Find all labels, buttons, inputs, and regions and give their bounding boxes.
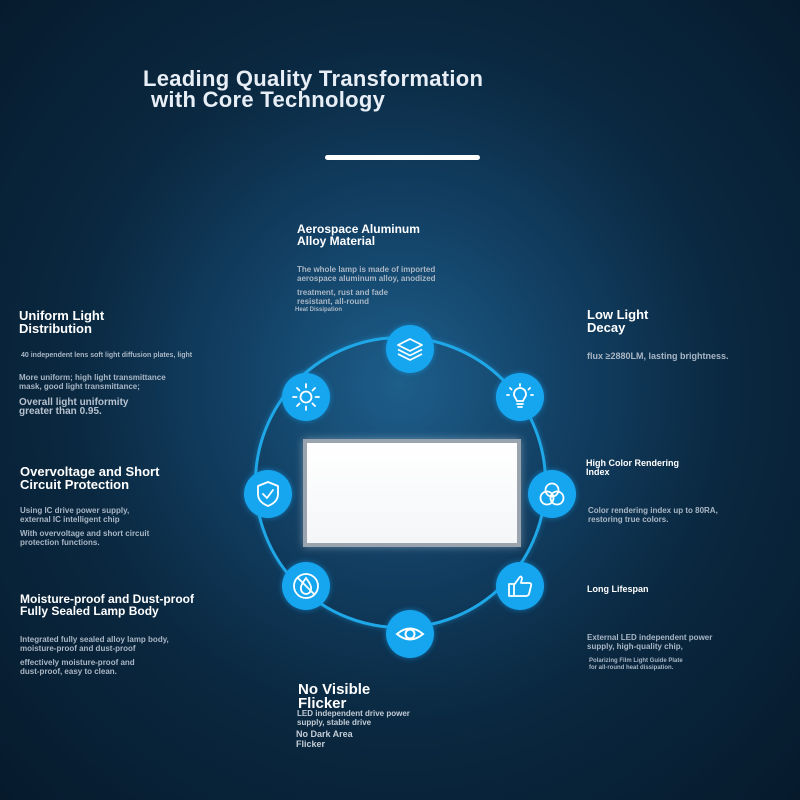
low-decay-desc-1: flux ≥2880LM, lasting brightness. xyxy=(587,351,729,361)
flicker-heading: No Visible Flicker xyxy=(298,681,371,712)
aerospace-desc-3: Heat Dissipation xyxy=(295,307,343,313)
title-underline xyxy=(325,155,480,160)
title-line-1: Leading Quality Transformation xyxy=(143,66,484,91)
bulb-icon xyxy=(496,373,544,421)
shield-check-icon xyxy=(244,470,292,518)
uniform-desc-3: Overall light uniformity greater than 0.… xyxy=(19,397,129,417)
flicker-desc-1: LED independent drive power supply, stab… xyxy=(297,709,410,727)
overvoltage-desc-2: With overvoltage and short circuit prote… xyxy=(20,529,150,547)
led-panel-image xyxy=(303,439,521,547)
sun-icon xyxy=(282,373,330,421)
color-rendering-heading: High Color Rendering Index xyxy=(586,458,679,477)
uniform-desc-2: More uniform; high light transmittance m… xyxy=(19,373,166,391)
lifespan-desc-1: External LED independent power supply, h… xyxy=(587,633,713,651)
page-title: Leading Quality Transformation with Core… xyxy=(143,66,484,112)
moisture-desc-1: Integrated fully sealed alloy lamp body,… xyxy=(20,635,169,653)
color-rendering-desc-1: Color rendering index up to 80RA, restor… xyxy=(588,506,718,524)
lifespan-desc-2: Polarizing Film Light Guide Plate for al… xyxy=(589,658,683,671)
low-decay-heading: Low Light Decay xyxy=(587,307,649,335)
aerospace-desc-2: treatment, rust and fade resistant, all-… xyxy=(297,288,389,306)
lifespan-heading: Long Lifespan xyxy=(587,584,649,594)
aerospace-desc-1: The whole lamp is made of imported aeros… xyxy=(297,265,436,283)
moisture-desc-2: effectively moisture-proof and dust-proo… xyxy=(20,658,135,676)
layers-icon xyxy=(386,325,434,373)
eye-icon xyxy=(386,610,434,658)
no-water-drop-icon xyxy=(282,562,330,610)
color-circles-icon xyxy=(528,470,576,518)
overvoltage-heading: Overvoltage and Short Circuit Protection xyxy=(20,464,160,492)
uniform-desc-1: 40 independent lens soft light diffusion… xyxy=(21,352,193,359)
overvoltage-desc-1: Using IC drive power supply, external IC… xyxy=(20,506,130,524)
aerospace-heading: Aerospace Aluminum Alloy Material xyxy=(297,222,420,248)
title-line-2: with Core Technology xyxy=(151,87,386,112)
thumbs-up-icon xyxy=(496,562,544,610)
uniform-heading: Uniform Light Distribution xyxy=(19,308,105,336)
flicker-desc-2: No Dark Area Flicker xyxy=(296,729,353,749)
moisture-heading: Moisture-proof and Dust-proof Fully Seal… xyxy=(20,592,194,618)
